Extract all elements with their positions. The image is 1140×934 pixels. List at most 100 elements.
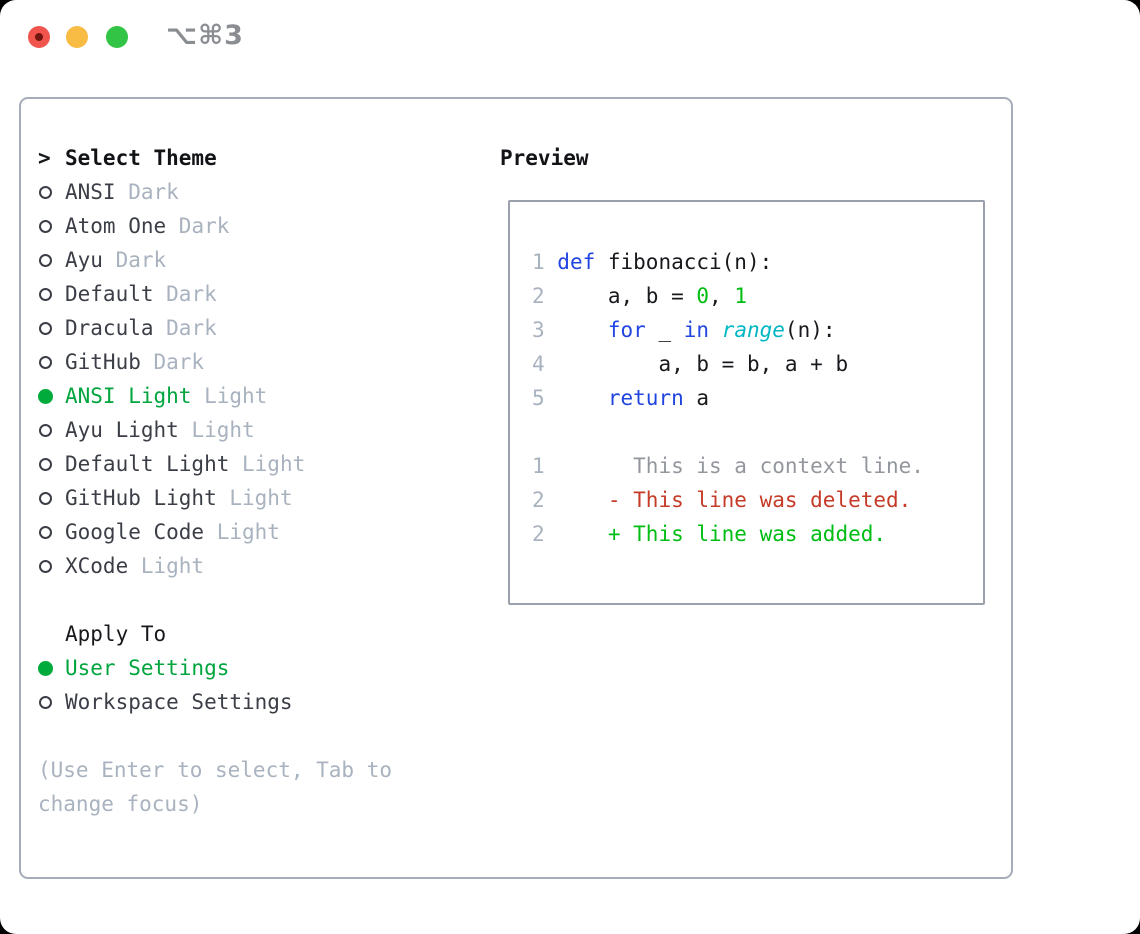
code-token-ctx: This is a context line.	[557, 454, 924, 478]
code-line: 2 - This line was deleted.	[532, 483, 924, 517]
apply-option-label[interactable]: Workspace Settings	[65, 690, 293, 714]
radio-unselected-icon[interactable]	[39, 219, 52, 233]
theme-option-0[interactable]: ANSI Dark	[38, 175, 478, 209]
radio-selected-icon[interactable]	[38, 388, 53, 404]
theme-variant-label: Dark	[102, 248, 167, 272]
theme-option-11[interactable]: XCode Light	[38, 549, 478, 583]
code-line: 1 def fibonacci(n):	[532, 245, 924, 279]
theme-option-label[interactable]: GitHub	[65, 350, 141, 374]
radio-unselected-icon[interactable]	[39, 559, 52, 573]
theme-option-label[interactable]: Ayu Light	[65, 418, 179, 442]
keyboard-hint: (Use Enter to select, Tab to change focu…	[38, 758, 393, 816]
theme-option-9[interactable]: GitHub Light Light	[38, 481, 478, 515]
theme-option-label[interactable]: ANSI	[65, 180, 116, 204]
line-number: 2	[532, 284, 558, 308]
theme-variant-label: Dark	[153, 282, 217, 306]
code-line: 3 for _ in range(n):	[532, 313, 924, 347]
theme-option-4[interactable]: Dracula Dark	[38, 311, 478, 345]
theme-option-1[interactable]: Atom One Dark	[38, 209, 478, 243]
code-token-kw: def	[557, 250, 596, 274]
radio-unselected-icon[interactable]	[39, 287, 52, 301]
line-number: 2	[532, 522, 558, 546]
theme-variant-label: Dark	[115, 180, 179, 204]
code-token-kw: return	[607, 386, 684, 410]
code-token-fg: fibonacci(n):	[595, 250, 773, 274]
theme-option-label[interactable]: GitHub Light	[65, 486, 217, 510]
theme-option-7[interactable]: Ayu Light Light	[38, 413, 478, 447]
code-token-fg: a, b =	[557, 284, 697, 308]
theme-variant-label: Dark	[166, 214, 230, 238]
code-token-fg: _	[645, 318, 684, 342]
code-token-green: 0	[696, 284, 710, 308]
radio-unselected-icon[interactable]	[39, 695, 52, 709]
radio-unselected-icon[interactable]	[39, 491, 52, 505]
radio-unselected-icon[interactable]	[39, 457, 52, 471]
line-number: 1	[532, 250, 558, 274]
line-number: 2	[532, 488, 558, 512]
preview-title: Preview	[500, 146, 589, 170]
code-token-fg	[557, 318, 608, 342]
code-token-del: - This line was deleted.	[607, 488, 912, 512]
apply-option-0[interactable]: User Settings	[38, 651, 478, 685]
line-number: 1	[532, 454, 558, 478]
theme-option-10[interactable]: Google Code Light	[38, 515, 478, 549]
theme-variant-label: Light	[216, 486, 293, 510]
code-token-fg: ,	[709, 284, 735, 308]
theme-variant-label: Light	[229, 452, 306, 476]
radio-unselected-icon[interactable]	[39, 253, 52, 267]
line-number: 5	[532, 386, 558, 410]
theme-option-3[interactable]: Default Dark	[38, 277, 478, 311]
cursor-chevron-icon: >	[38, 146, 51, 170]
radio-selected-icon[interactable]	[38, 660, 53, 676]
close-button[interactable]	[28, 26, 50, 48]
theme-option-label[interactable]: ANSI Light	[65, 384, 192, 408]
theme-option-label[interactable]: Ayu	[65, 248, 103, 272]
window-title-shortcut: ⌥⌘3	[166, 20, 244, 51]
theme-option-label[interactable]: Dracula	[65, 316, 154, 340]
code-token-kw: for	[607, 318, 646, 342]
radio-unselected-icon[interactable]	[39, 525, 52, 539]
theme-variant-label: Light	[128, 554, 205, 578]
theme-option-label[interactable]: XCode	[65, 554, 129, 578]
apply-to-header: Apply To	[38, 617, 478, 651]
code-token-fg: a, b = b, a + b	[557, 352, 849, 376]
theme-option-6[interactable]: ANSI Light Light	[38, 379, 478, 413]
radio-unselected-icon[interactable]	[39, 355, 52, 369]
radio-unselected-icon[interactable]	[39, 321, 52, 335]
zoom-button[interactable]	[106, 26, 128, 48]
code-line: 2 a, b = 0, 1	[532, 279, 924, 313]
code-line: 2 + This line was added.	[532, 517, 924, 551]
code-token-kw: in	[683, 318, 710, 342]
apply-option-label[interactable]: User Settings	[65, 656, 230, 680]
code-token-fg	[557, 522, 608, 546]
code-token-fg	[557, 386, 608, 410]
theme-option-8[interactable]: Default Light Light	[38, 447, 478, 481]
apply-option-1[interactable]: Workspace Settings	[38, 685, 478, 719]
code-token-add: + This line was added.	[607, 522, 887, 546]
theme-option-2[interactable]: Ayu Dark	[38, 243, 478, 277]
theme-option-label[interactable]: Atom One	[65, 214, 167, 238]
code-line: 5 return a	[532, 381, 924, 415]
line-number: 3	[532, 318, 558, 342]
theme-option-5[interactable]: GitHub Dark	[38, 345, 478, 379]
minimize-button[interactable]	[66, 26, 88, 48]
radio-unselected-icon[interactable]	[39, 423, 52, 437]
select-theme-title: Select Theme	[65, 146, 217, 170]
code-token-fg	[557, 488, 608, 512]
theme-option-label[interactable]: Default Light	[65, 452, 230, 476]
radio-unselected-icon[interactable]	[39, 185, 52, 199]
theme-option-label[interactable]: Google Code	[65, 520, 205, 544]
theme-option-label[interactable]: Default	[65, 282, 154, 306]
theme-variant-label: Dark	[153, 316, 217, 340]
code-token-fg	[709, 318, 722, 342]
code-token-fg: a	[683, 386, 710, 410]
code-token-green: 1	[734, 284, 747, 308]
apply-to-title: Apply To	[65, 622, 167, 646]
code-token-fg: (n):	[784, 318, 836, 342]
